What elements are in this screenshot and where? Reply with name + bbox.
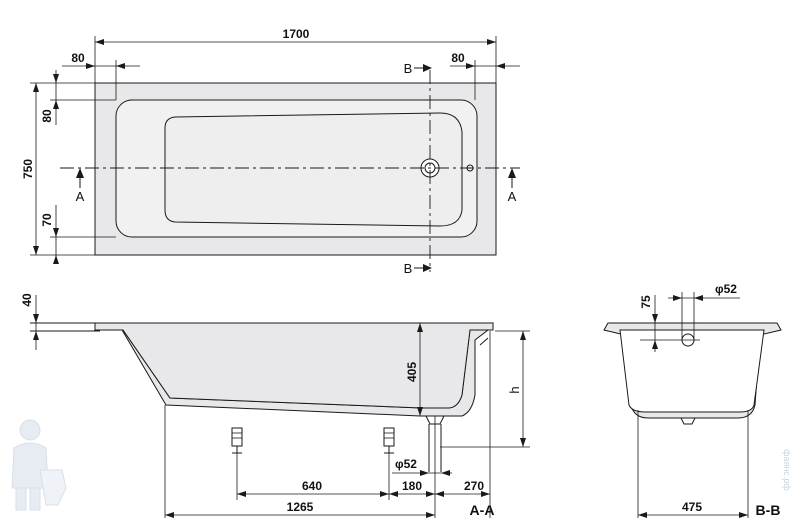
arrow-270-b: [481, 491, 490, 497]
arrow-1265-b: [426, 512, 435, 518]
arrow-rim-bottom-a: [53, 228, 59, 237]
arrow-640-a: [237, 491, 246, 497]
arrow-75-b: [652, 340, 658, 349]
dim-leg-spacing-640: 640: [302, 479, 322, 493]
dim-width-750: 750: [21, 159, 35, 179]
arrow-overflow-52-b: [694, 295, 703, 301]
arrow-overflow-52-a: [673, 295, 682, 301]
arrow-rim-left-b: [116, 63, 125, 69]
arrow-405-top: [417, 323, 423, 332]
arrow-640-b: [380, 491, 389, 497]
section-b-bottom-label: B: [404, 261, 413, 276]
arrow-75-a: [652, 314, 658, 323]
arrow-405-bottom: [417, 407, 423, 416]
arrow-750-bottom: [33, 246, 39, 255]
dim-leg-drain-180: 180: [402, 479, 422, 493]
dim-rim-40: 40: [20, 293, 34, 307]
arrow-rim-bottom-b: [53, 255, 59, 264]
tub-inner-bb: [619, 329, 765, 413]
arrow-h-bottom: [520, 438, 526, 447]
arrow-1700-right: [487, 39, 496, 45]
arrow-drain-52-b: [441, 470, 450, 476]
dim-rim-bottom-70: 70: [40, 213, 54, 227]
top-view: 1700 80 80 750 80 70 A: [21, 27, 520, 276]
section-aa-view: 40 405 h: [20, 293, 530, 518]
tub-basin-top: [164, 112, 463, 227]
dim-depth-405: 405: [405, 362, 419, 382]
arrow-180-a: [389, 491, 398, 497]
arrow-rim-40-b: [33, 331, 39, 340]
overflow-stub: [479, 337, 489, 346]
tub-profile-shell: [94, 322, 494, 409]
arrow-475-a: [638, 512, 647, 518]
dim-drain-end-270: 270: [464, 479, 484, 493]
arrow-rim-left-a: [86, 63, 95, 69]
section-a-left-label: A: [76, 189, 85, 204]
plumber-mascot-logo: [11, 419, 67, 511]
arrow-180-b: [426, 491, 435, 497]
section-bb-view: 75 φ52 475 B-B: [603, 282, 782, 518]
dim-total-1265: 1265: [287, 500, 314, 514]
arrow-475-b: [739, 512, 748, 518]
dim-width-475: 475: [682, 500, 702, 514]
dim-rim-left-80: 80: [71, 51, 85, 65]
arrow-750-top: [33, 83, 39, 92]
section-b-bottom-arrowhead: [423, 264, 432, 272]
arrow-270-a: [435, 491, 444, 497]
dim-length-1700: 1700: [283, 27, 310, 41]
section-b-top-arrowhead: [423, 64, 432, 72]
leg-left: [231, 427, 243, 454]
dim-overflow-52: φ52: [715, 282, 737, 296]
arrow-1700-left: [95, 39, 104, 45]
section-bb-label: B-B: [756, 502, 781, 518]
drain-bb: [680, 417, 696, 425]
section-a-right-arrowhead: [508, 168, 516, 178]
leg-right: [383, 427, 395, 454]
arrow-1265-a: [165, 512, 174, 518]
dim-drain-52: φ52: [395, 457, 417, 471]
dim-rim-top-80: 80: [40, 109, 54, 123]
arrow-rim-right-a: [466, 63, 475, 69]
arrow-h-top: [520, 331, 526, 340]
arrow-rim-top-b: [53, 100, 59, 109]
arrow-rim-right-b: [496, 63, 505, 69]
watermark-text: фаянс.рф: [782, 449, 792, 491]
dim-overflow-75: 75: [639, 295, 653, 309]
dim-height-h: h: [507, 386, 522, 393]
arrow-rim-top-a: [53, 74, 59, 83]
section-b-top-label: B: [404, 61, 413, 76]
dim-rim-right-80: 80: [451, 51, 465, 65]
section-aa-label: A-A: [470, 502, 495, 518]
arrow-rim-40-a: [33, 314, 39, 323]
section-a-right-label: A: [508, 189, 517, 204]
arrow-drain-52-a: [420, 470, 429, 476]
section-a-left-arrowhead: [76, 168, 84, 178]
